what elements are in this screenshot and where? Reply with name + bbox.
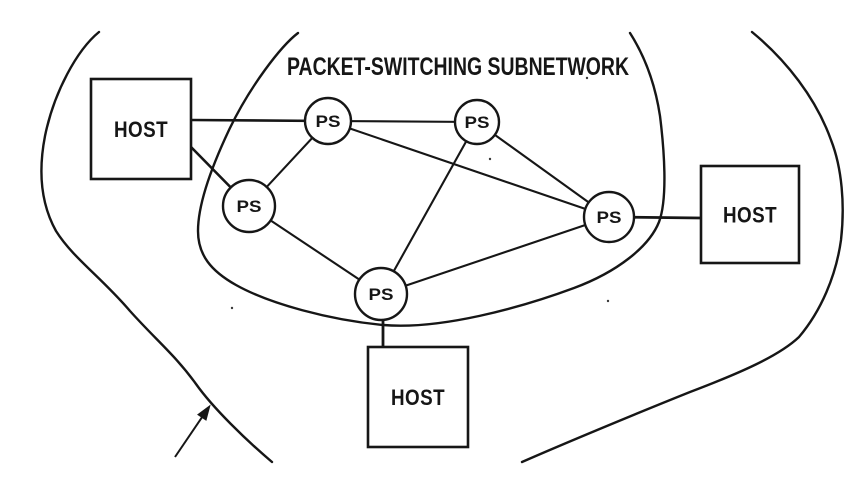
ps-3-label: PS [237,197,262,216]
link-ps-2--ps-4 [475,120,611,219]
ps-4-label: PS [597,208,622,227]
link-ps-2--ps-5 [379,120,479,296]
ps-2-label: PS [465,113,490,132]
ps-1-label: PS [316,112,341,131]
ps-5 [353,266,409,322]
link-ps-5--ps-4 [379,215,611,296]
host-bottom [366,345,470,449]
ink-speck [488,157,492,161]
ink-speck [606,299,610,303]
host-right [699,164,801,265]
ps-3 [221,178,277,234]
host-left-label: HOST [114,117,168,142]
diagram-title: PACKET-SWITCHING SUBNETWORK [287,53,629,81]
network-boundary-right [520,30,844,464]
pointer-arrow-shaft [174,413,206,458]
network-boundary-left [40,30,274,464]
pointer-arrowhead-icon [197,404,211,421]
host-left [89,77,193,181]
host-right-label: HOST [723,203,777,228]
link-ps-1--ps-2 [326,119,479,124]
host-bottom-label: HOST [391,385,445,410]
ps-2 [453,98,501,146]
ink-speck [230,306,234,310]
link-ps-1--ps-4 [326,119,611,219]
ps-4 [582,190,636,244]
ps-1 [303,96,353,146]
ink-speck [585,76,589,80]
ps-5-label: PS [369,285,394,304]
